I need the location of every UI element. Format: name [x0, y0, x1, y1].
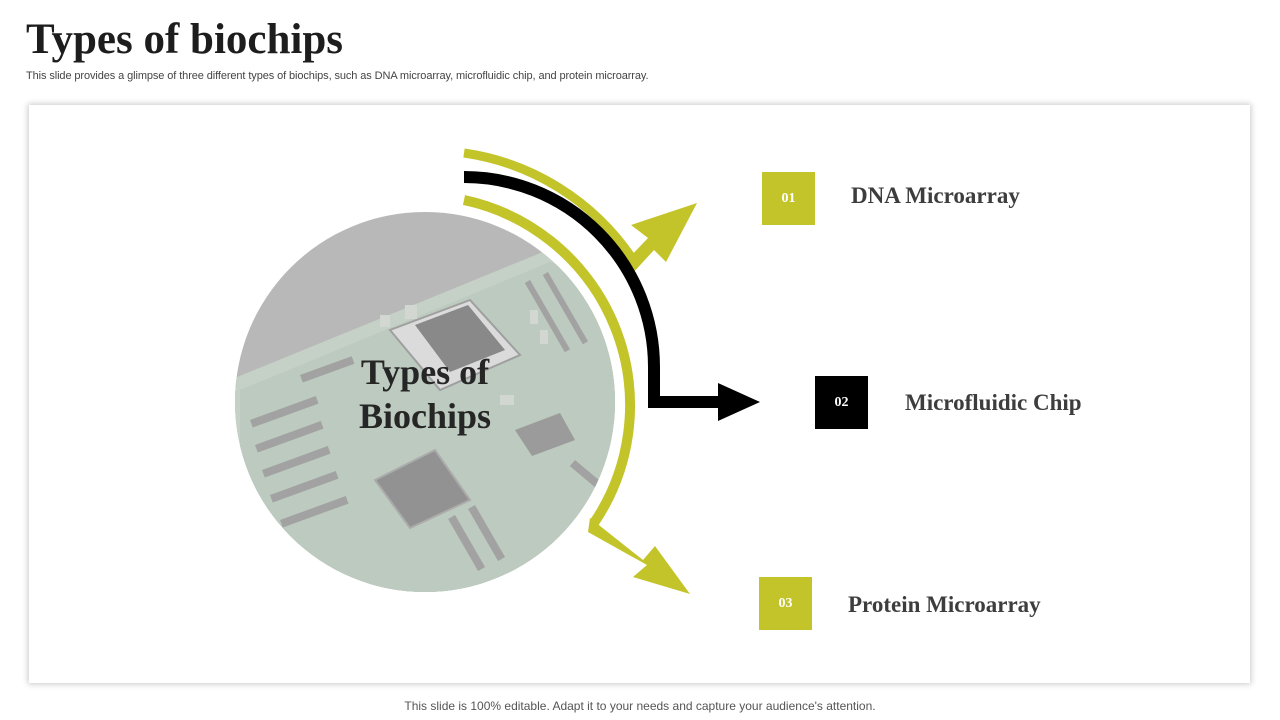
item-number-badge-2: 02 — [815, 376, 868, 429]
content-panel — [29, 105, 1250, 683]
item-number-badge-1: 01 — [762, 172, 815, 225]
item-label-protein-microarray: Protein Microarray — [848, 592, 1041, 617]
item-label-microfluidic-chip: Microfluidic Chip — [905, 390, 1082, 415]
circle-title: Types of Biochips — [358, 352, 492, 436]
accent-arc-top — [463, 148, 697, 274]
slide-title: Types of biochips — [26, 16, 343, 63]
center-arrow — [463, 171, 760, 421]
item-number-badge-3: 03 — [759, 577, 812, 630]
slide-subtitle: This slide provides a glimpse of three d… — [26, 70, 649, 82]
circuit-board-image — [235, 212, 615, 592]
accent-arc-bottom — [462, 195, 690, 594]
item-label-dna-microarray: DNA Microarray — [851, 183, 1020, 208]
slide-footer-note: This slide is 100% editable. Adapt it to… — [404, 699, 876, 713]
